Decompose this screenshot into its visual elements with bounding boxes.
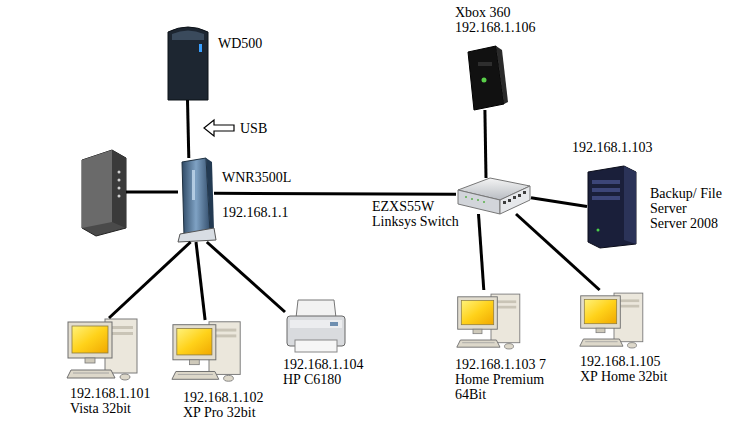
pc-icon (67, 319, 137, 380)
computer-node: 192.168.1.102 XP Pro 32bit (170, 320, 248, 384)
network-cable (109, 242, 191, 318)
device-label: 192.168.1.102 XP Pro 32bit (183, 390, 275, 420)
modem-wire (126, 191, 178, 194)
connection-type-label: USB (240, 121, 267, 136)
switch-icon (458, 178, 530, 214)
modem-icon (82, 150, 126, 236)
network-cable (196, 242, 205, 320)
network-cable (516, 214, 600, 290)
printer-icon (287, 300, 345, 352)
device-name: WNR3500L (222, 170, 291, 185)
pc-icon (457, 294, 520, 349)
device-name: WD500 (218, 36, 262, 51)
device-label: Backup/ File Server Server 2008 (650, 186, 724, 231)
pc-icon (172, 322, 240, 381)
usb-pointer-arrow (204, 120, 234, 136)
computer-node: 192.168.1.105 XP Home 32bit (578, 290, 650, 352)
server-node: 192.168.1.103Backup/ File Server Server … (587, 165, 637, 248)
device-label: 192.168.1.104 HP C6180 (283, 357, 375, 387)
pc-icon (580, 293, 643, 348)
device-label: Xbox 360 192.168.1.106 (455, 5, 547, 35)
router-icon (178, 158, 216, 242)
device-label: 192.168.1.105 XP Home 32bit (580, 354, 672, 384)
device-label: 192.168.1.103 7 Home Premium 64Bit (455, 357, 547, 402)
network-cable (214, 192, 456, 196)
computer-node: 192.168.1.101 Vista 32bit (65, 318, 145, 382)
printer-node: 192.168.1.104 HP C6180 (285, 298, 347, 354)
server-icon (588, 166, 636, 248)
network-cable (485, 110, 486, 178)
network-cable (207, 242, 285, 312)
ip-address: 192.168.1.1 (222, 205, 289, 220)
device-label: EZXS55W Linksys Switch (372, 199, 468, 229)
switch-node: EZXS55W Linksys Switch (456, 178, 531, 214)
device-label: 192.168.1.101 Vista 32bit (70, 386, 162, 416)
hard-drive-icon (168, 27, 208, 100)
game-console-icon (468, 46, 508, 110)
network-cable (479, 214, 484, 290)
network-cable (531, 198, 587, 207)
router-node: WNR3500L192.168.1.1 (178, 158, 214, 242)
ip-address: 192.168.1.103 (572, 140, 653, 155)
computer-node: 192.168.1.103 7 Home Premium 64Bit (455, 290, 527, 354)
network-cable (188, 100, 189, 158)
console-node: Xbox 360 192.168.1.106 (466, 45, 508, 110)
drive-node: WD500 (165, 25, 210, 100)
